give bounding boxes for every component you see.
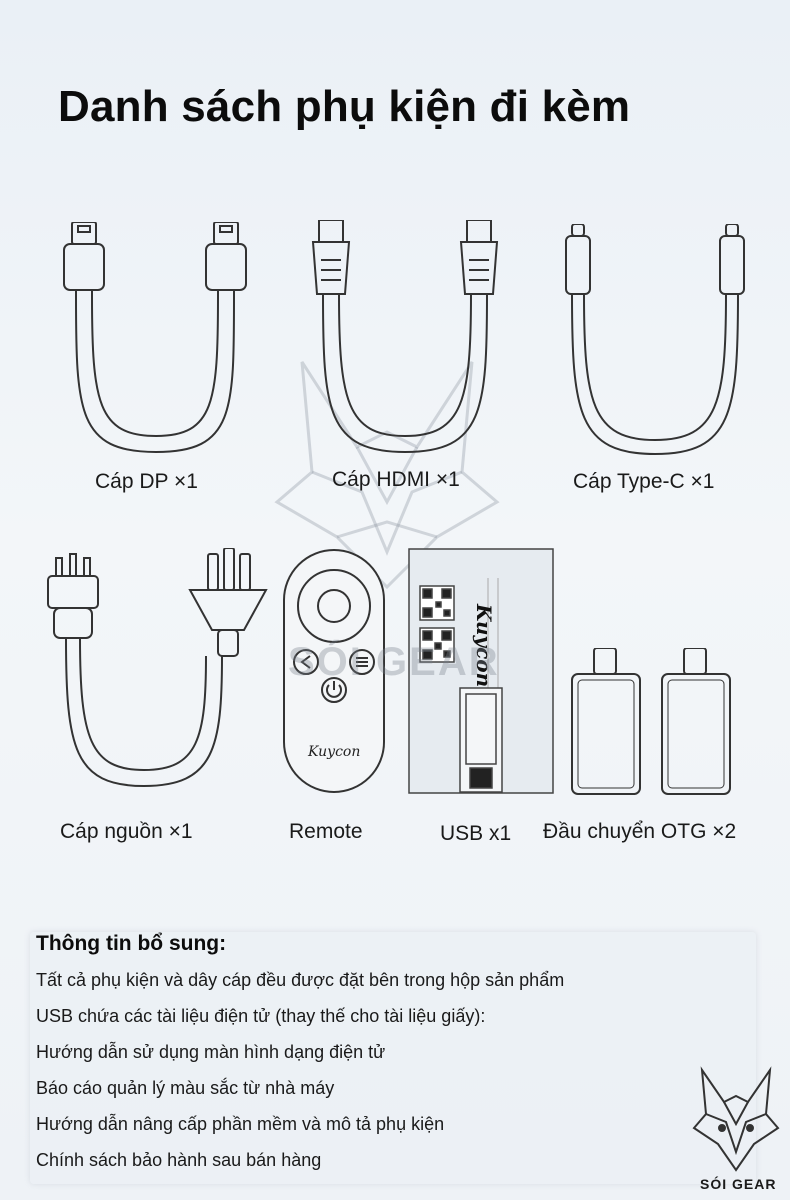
wolf-logo-icon (690, 1066, 782, 1192)
info-heading: Thông tin bổ sung: (36, 932, 227, 955)
dp-cable-label: Cáp DP ×1 (95, 470, 198, 493)
page-title: Danh sách phụ kiện đi kèm (58, 82, 631, 131)
info-panel: Thông tin bổ sung: Tất cả phụ kiện và dâ… (30, 932, 756, 1184)
remote-brand-text: Kuycon (308, 744, 361, 760)
dp-cable-icon (58, 222, 258, 460)
hdmi-cable-label: Cáp HDMI ×1 (332, 468, 460, 491)
remote-icon: Kuycon (282, 548, 386, 794)
usb-label: USB x1 (440, 822, 512, 845)
brand-logo-text: SÓI GEAR (700, 1176, 777, 1192)
info-line: Chính sách bảo hành sau bán hàng (36, 1150, 322, 1170)
otg-adapter-icon (570, 648, 748, 796)
wolf-watermark-icon (262, 352, 512, 592)
info-line: Hướng dẫn nâng cấp phần mềm và mô tả phụ… (36, 1114, 445, 1134)
hdmi-cable-icon (305, 220, 505, 458)
type-c-cable-icon (562, 224, 752, 460)
power-cable-label: Cáp nguồn ×1 (60, 820, 193, 843)
info-line: Tất cả phụ kiện và dây cáp đều được đặt … (36, 970, 565, 990)
otg-adapter-label: Đầu chuyển OTG ×2 (543, 820, 737, 843)
power-cable-icon (44, 548, 270, 798)
remote-label: Remote (289, 820, 363, 843)
qr-code-icon (419, 585, 455, 663)
watermark-text: SÓI GEAR (288, 640, 500, 684)
info-line: Báo cáo quản lý màu sắc từ nhà máy (36, 1078, 335, 1098)
info-line: USB chứa các tài liệu điện tử (thay thế … (36, 1006, 486, 1026)
info-line: Hướng dẫn sử dụng màn hình dạng điện tử (36, 1042, 386, 1062)
usb-document-card: Kuycon (408, 548, 554, 794)
type-c-cable-label: Cáp Type-C ×1 (573, 470, 715, 493)
